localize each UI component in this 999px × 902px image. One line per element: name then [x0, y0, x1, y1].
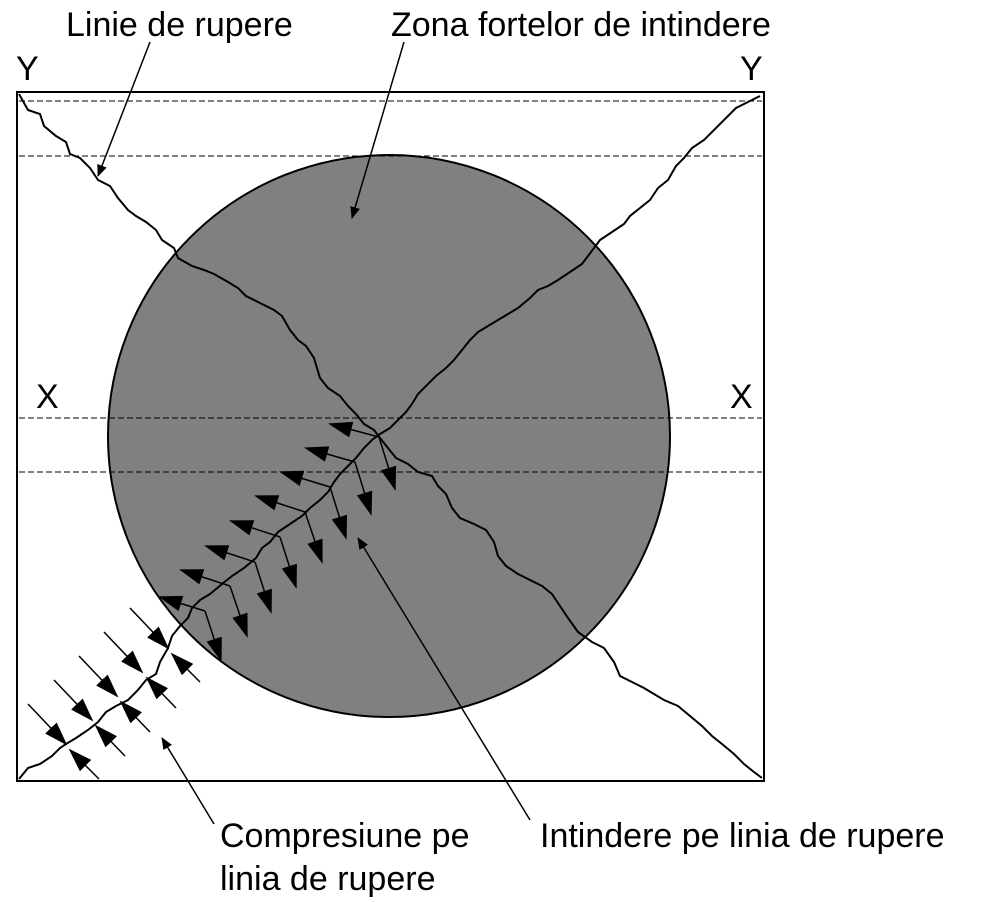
label-axis-y-right: Y [740, 50, 763, 88]
label-compression-line1: Compresiune pe [220, 817, 469, 855]
label-axis-y-left: Y [16, 50, 39, 88]
label-tension-zone: Zona fortelor de intindere [391, 6, 771, 44]
compression-arrows [27, 607, 201, 780]
leader-lines [97, 41, 531, 825]
label-axis-x-left: X [36, 378, 59, 416]
fracture-line-diagonal-2 [18, 95, 761, 780]
leader-tension-on-line [357, 537, 531, 821]
tension-arrows [158, 421, 397, 662]
label-axis-x-right: X [730, 378, 753, 416]
leader-fracture-line [97, 41, 151, 177]
tension-zone-circle [107, 154, 671, 718]
label-compression-line2: linia de rupere [220, 860, 435, 898]
label-tension-on-line: Intindere pe linia de rupere [540, 817, 945, 855]
leader-tension-zone [350, 41, 405, 219]
leader-compression [161, 737, 215, 825]
label-fracture-line: Linie de rupere [66, 6, 293, 44]
fracture-line-diagonal-1 [18, 93, 763, 779]
slab-outline [16, 91, 765, 782]
